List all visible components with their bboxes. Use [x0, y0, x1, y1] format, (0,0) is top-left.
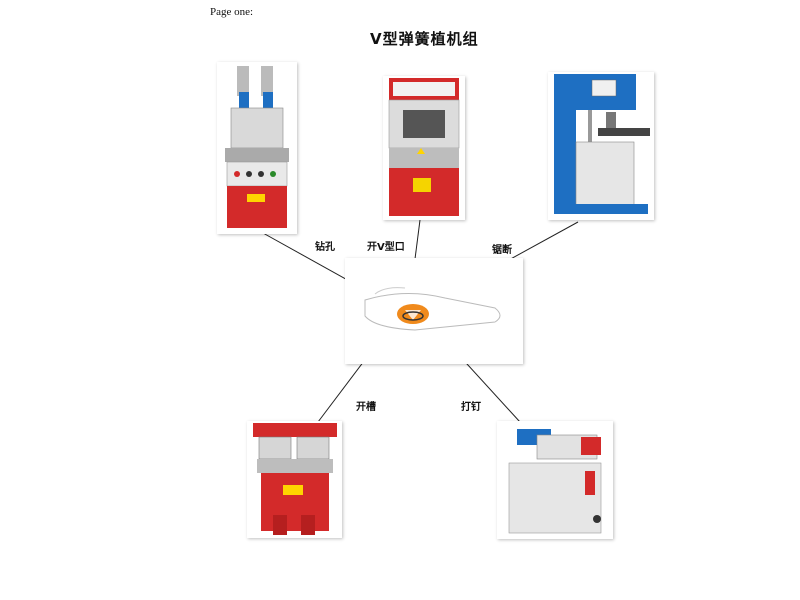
product-sketch: [345, 258, 523, 364]
drilling-machine-photo: [217, 62, 297, 234]
label-slot: 开槽: [356, 402, 376, 413]
nailing-machine-photo: [497, 421, 613, 539]
label-drill: 钻孔: [315, 242, 335, 253]
band-saw-photo: [548, 72, 654, 220]
v-notch-cutter-photo: [383, 76, 465, 220]
label-nail: 打钉: [461, 402, 481, 413]
label-v-cut: 开V型口: [367, 242, 405, 253]
page-title: V型弹簧植机组: [370, 30, 479, 48]
slotting-machine-photo: [247, 421, 342, 538]
label-saw: 锯断: [492, 245, 512, 256]
page-label: Page one:: [210, 6, 254, 18]
